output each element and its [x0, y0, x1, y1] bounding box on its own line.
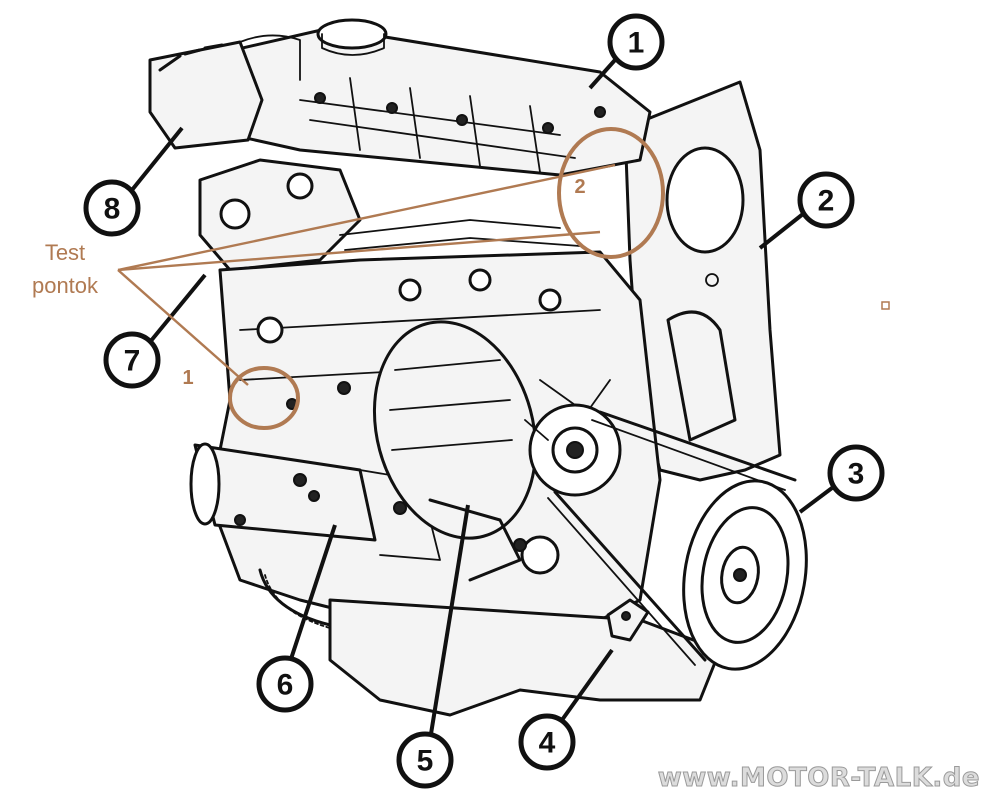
- test-point-1-label: 1: [182, 367, 193, 389]
- watermark: www.MOTOR-TALK.de: [658, 763, 980, 793]
- svg-text:4: 4: [539, 727, 556, 760]
- svg-text:2: 2: [818, 185, 835, 218]
- callout-6: 6: [256, 655, 314, 713]
- oil-filler-cap: [316, 18, 388, 50]
- callout-leaders: [130, 58, 834, 741]
- engine-drawing: [148, 18, 808, 717]
- svg-text:5: 5: [417, 745, 434, 778]
- svg-text:1: 1: [628, 27, 645, 60]
- annotation-title-line2: pontok: [32, 273, 99, 298]
- callout-5: 5: [396, 731, 454, 789]
- alternator: [372, 320, 538, 540]
- stray-marker: [881, 301, 890, 310]
- test-point-2-label: 2: [574, 176, 585, 198]
- annotation-line-to-point1: [117, 269, 249, 386]
- svg-text:7: 7: [124, 345, 141, 378]
- callout-2: 2: [797, 171, 855, 229]
- svg-text:6: 6: [277, 669, 294, 702]
- distributor: [148, 40, 264, 150]
- flywheel: [258, 568, 332, 627]
- cover-opening: [665, 146, 745, 254]
- test-point-1-ring: [228, 366, 300, 430]
- carburettor: [198, 158, 362, 272]
- annotation-line-to-point2-upper: [117, 163, 616, 272]
- callout-8: 8: [83, 179, 141, 237]
- svg-text:8: 8: [104, 193, 121, 226]
- drive-belt: [553, 410, 797, 662]
- test-point-2-ring: [557, 127, 665, 259]
- callout-1: 1: [607, 13, 665, 71]
- callout-3: 3: [827, 444, 885, 502]
- annotation-line-to-point2-lower: [117, 230, 601, 272]
- svg-text:3: 3: [848, 458, 865, 491]
- test-points-annotation: Test pontok 1 2: [32, 127, 665, 430]
- annotation-title-line1: Test: [45, 240, 85, 265]
- callout-4: 4: [518, 713, 576, 771]
- callout-7: 7: [103, 331, 161, 389]
- oil-sump: [328, 598, 722, 717]
